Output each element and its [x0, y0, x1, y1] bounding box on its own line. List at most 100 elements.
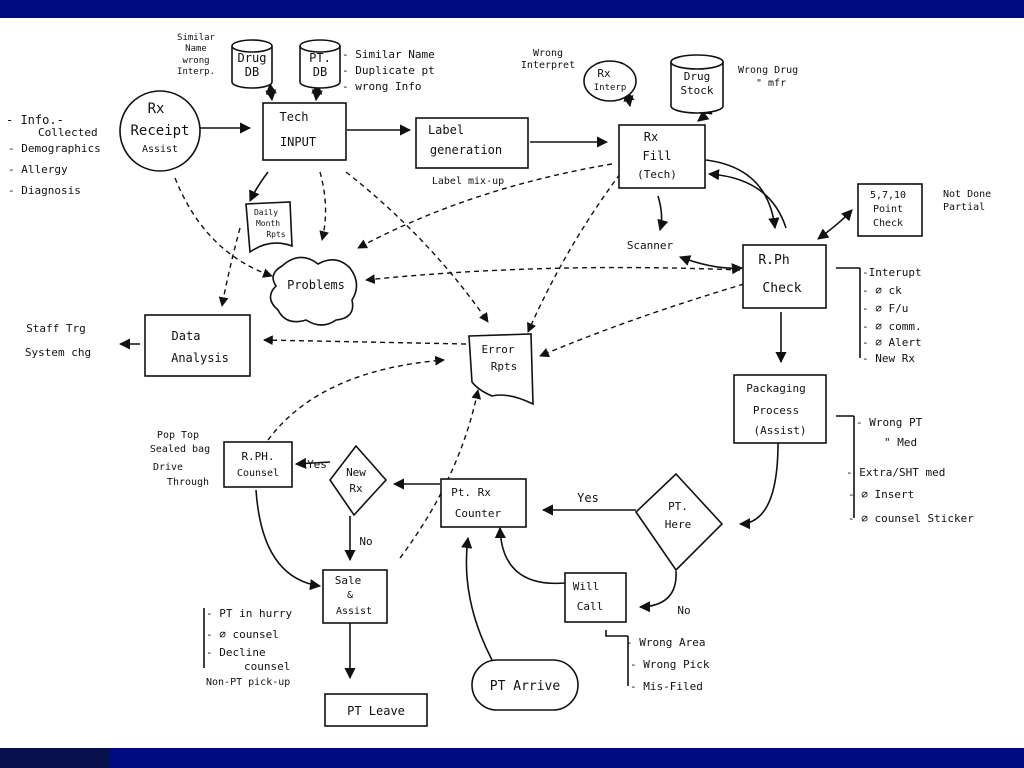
error-rpts-node: Error Rpts: [468, 333, 534, 406]
drug-db-node: Drug DB: [231, 39, 273, 89]
drug-db-note-1: Similar: [177, 33, 216, 43]
rx-receipt-node: Rx Receipt Assist: [119, 90, 201, 172]
pop-top-4: Through: [167, 477, 209, 488]
rx-interp-label-1: Rx: [597, 67, 611, 80]
pt-db-note: - Similar Name - Duplicate pt - wrong In…: [342, 48, 435, 93]
pt-here-label-1: PT.: [668, 500, 688, 513]
pt-db-note-2: - Duplicate pt: [342, 64, 435, 77]
packaging-process-node: Packaging Process (Assist): [733, 374, 827, 444]
connectors: [118, 82, 853, 680]
scanner-label: Scanner: [627, 239, 674, 252]
packaging-item-5: - ∅ counsel Sticker: [848, 512, 974, 525]
data-analysis-label-2: Analysis: [171, 351, 229, 365]
point-check-label-1: 5,7,10: [870, 190, 906, 201]
pt-db-node: PT. DB: [299, 39, 341, 89]
new-rx-label-1: New: [346, 466, 366, 479]
pt-db-label-1: PT.: [309, 51, 331, 65]
packaging-label-3: (Assist): [754, 424, 807, 437]
rph-counsel-label-1: R.PH.: [241, 450, 274, 463]
will-call-label-2: Call: [577, 600, 604, 613]
sale-item-3: - Decline: [206, 646, 266, 659]
rx-interp-node: Rx Interp: [583, 60, 637, 102]
packaging-item-4: - ∅ Insert: [848, 488, 914, 501]
tech-input-label-1: Tech: [280, 110, 309, 124]
rph-check-list: -Interupt - ∅ ck - ∅ F/u - ∅ comm. - ∅ A…: [836, 266, 922, 365]
staff-trg-2: System chg: [25, 346, 91, 359]
rx-fill-label-2: Fill: [643, 149, 672, 163]
dash-tech-to-problems: [319, 171, 329, 241]
label-generation-node: Label generation: [415, 117, 529, 169]
daily-rpts-label-2: Month: [256, 219, 280, 228]
arrow-check-to-fill: [707, 169, 787, 229]
rph-counsel-label-2: Counsel: [237, 468, 279, 479]
wrong-drug-2: " mfr: [756, 78, 786, 89]
rx-receipt-label-2: Receipt: [130, 123, 189, 139]
sale-label-2: &: [347, 590, 353, 601]
sale-item-1: - PT in hurry: [206, 607, 292, 620]
arrow-drugdb-tech: [265, 82, 277, 102]
pop-top-3: Drive: [153, 462, 183, 473]
wrong-drug-1: Wrong Drug: [738, 65, 798, 76]
will-call-item-3: - Mis-Filed: [630, 680, 703, 693]
rph-check-item-4: - ∅ comm.: [862, 320, 922, 333]
rph-check-node: R.Ph Check: [742, 244, 827, 309]
rph-check-item-2: - ∅ ck: [862, 284, 902, 297]
rph-check-label-1: R.Ph: [758, 253, 789, 268]
daily-rpts-label-3: Rpts: [266, 230, 285, 239]
dash-counsel-to-error: [267, 355, 445, 441]
sale-label-3: Assist: [336, 606, 372, 617]
daily-month-rpts-node: Daily Month Rpts: [245, 201, 293, 254]
pt-here-label-2: Here: [665, 518, 692, 531]
new-rx-label-2: Rx: [349, 482, 363, 495]
data-analysis-node: Data Analysis: [144, 314, 251, 377]
packaging-item-3: - Extra/SHT med: [846, 466, 945, 479]
rph-check-label-2: Check: [762, 281, 801, 296]
drug-stock-node: Drug Stock: [670, 54, 724, 114]
counter-label-1: Pt. Rx: [451, 486, 491, 499]
error-rpts-label-1: Error: [481, 343, 514, 356]
dash-rpts-to-analysis: [218, 227, 241, 307]
arrow-fill-to-scanner: [657, 195, 669, 232]
rx-fill-node: Rx Fill (Tech): [618, 124, 706, 189]
rx-receipt-label-3: Assist: [142, 144, 178, 155]
arrow-willcall-to-counter: [494, 526, 566, 585]
pharmacy-process-diagram: Drug DB Similar Name wrong Interp. PT. D…: [6, 33, 991, 727]
pop-top-note: Pop Top Sealed bag Drive Through: [150, 430, 210, 488]
drug-stock-label-2: Stock: [680, 84, 713, 97]
dash-fill-to-problems: [357, 163, 613, 249]
packaging-label-2: Process: [753, 404, 799, 417]
pt-arrive-node: PT Arrive: [471, 659, 579, 711]
yes-label-here: Yes: [577, 491, 599, 505]
pt-leave-label: PT Leave: [347, 704, 405, 718]
will-call-node: Will Call: [564, 572, 627, 623]
daily-rpts-label-1: Daily: [254, 208, 278, 217]
problems-node: Problems: [269, 256, 358, 326]
pt-db-label-2: DB: [313, 65, 327, 79]
arrow-fill-to-check: [705, 159, 780, 230]
rx-receipt-label-1: Rx: [148, 101, 165, 117]
error-rpts-label-2: Rpts: [491, 360, 518, 373]
staff-trg-1: Staff Trg: [26, 322, 86, 335]
packaging-item-2: " Med: [884, 436, 917, 449]
new-rx-node: New Rx: [329, 444, 388, 517]
drug-db-label-2: DB: [245, 65, 259, 79]
sale-item-4: counsel: [244, 660, 290, 673]
arrow-check-pointcheck: [817, 209, 853, 240]
rph-check-item-6: - New Rx: [862, 352, 915, 365]
tech-input-label-2: INPUT: [280, 135, 316, 149]
arrow-scanner-check: [678, 255, 744, 275]
sale-label-1: Sale: [335, 574, 362, 587]
info-collected-list: - Info.- Collected - Demographics - Alle…: [6, 113, 101, 197]
pt-here-node: PT. Here: [634, 472, 724, 572]
pt-db-note-1: - Similar Name: [342, 48, 435, 61]
dash-error-to-analysis: [263, 335, 467, 346]
drug-db-label-1: Drug: [238, 51, 267, 65]
drug-stock-label-1: Drug: [684, 70, 711, 83]
will-call-label-1: Will: [573, 580, 600, 593]
packaging-list: - Wrong PT " Med - Extra/SHT med - ∅ Ins…: [836, 415, 974, 525]
rph-check-item-5: - ∅ Alert: [862, 336, 922, 349]
dash-sale-to-error: [399, 389, 482, 559]
rph-check-item-3: - ∅ F/u: [862, 302, 908, 315]
slide-bottom-bar: [0, 748, 1024, 768]
dash-check-to-error: [539, 283, 745, 358]
